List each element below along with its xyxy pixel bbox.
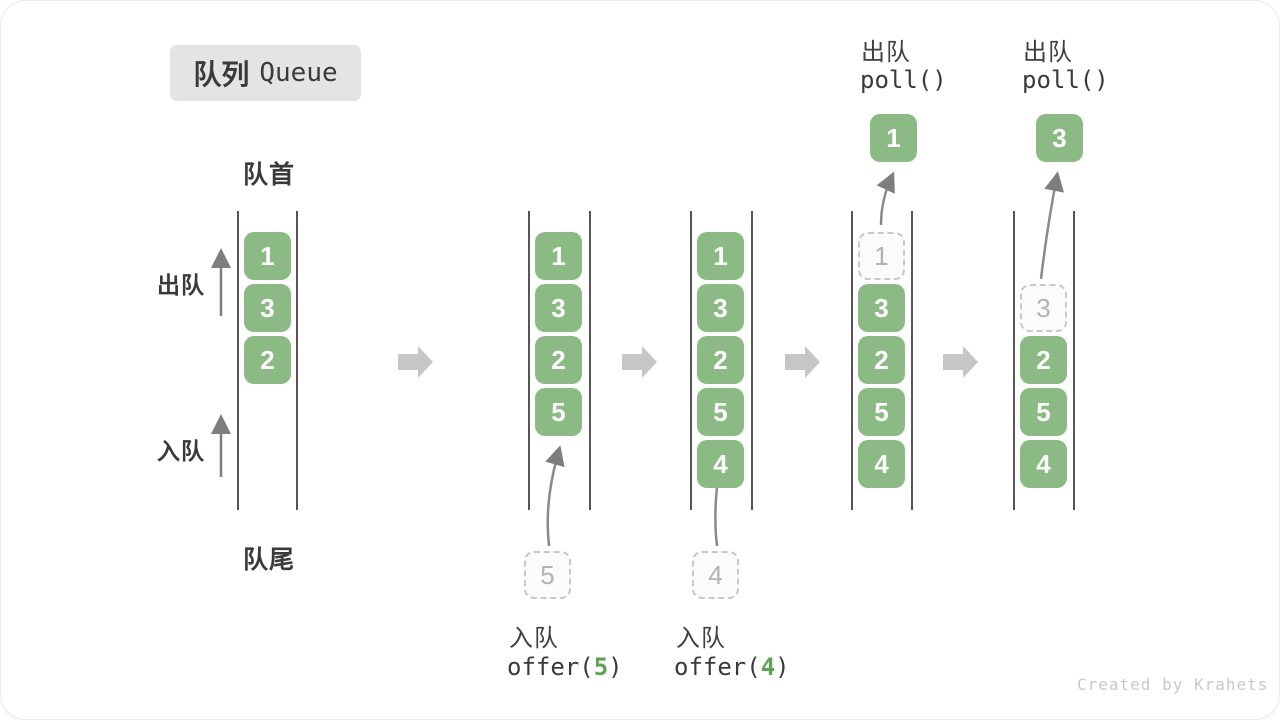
state1-left-wall [237,211,239,510]
title-badge: 队列 Queue [170,45,361,101]
queue-rear-label: 队尾 [243,546,296,574]
queue-element: 5 [535,388,582,436]
poll1-arrow-icon [876,171,895,226]
queue-front-label: 队首 [243,161,296,189]
pending-element: 4 [692,551,739,599]
enqueue-side-label: 入队 [157,438,205,464]
step-arrow-1-icon [398,346,433,378]
state2-left-wall [528,211,530,510]
code-open: offer( [507,653,594,681]
poll2-code: poll() [1022,66,1109,94]
step-arrow-4-icon [943,346,978,378]
queue-element: 1 [535,232,582,280]
polled-element: 1 [870,114,917,162]
code-close: ) [775,653,790,681]
code-open: offer( [674,653,761,681]
enqueue5-arrow-icon [545,445,565,547]
poll1-code: poll() [860,66,947,94]
poll2-arrow-icon [1039,171,1064,280]
state5-right-wall [1073,211,1075,510]
state4-right-wall [911,211,913,510]
queue-element: 3 [535,284,582,332]
enqueue4-code: offer(4) [674,653,790,681]
removed-element: 1 [858,232,905,280]
queue-element: 5 [697,388,744,436]
poll1-label: 出队 [861,39,911,66]
code-close: ) [608,653,623,681]
queue-element: 3 [858,284,905,332]
title-english: Queue [259,58,338,88]
title-chinese: 队列 [193,59,250,90]
code-arg: 4 [760,653,776,681]
watermark: Created by Krahets [1077,675,1269,694]
queue-element: 5 [1020,388,1067,436]
enqueue5-label: 入队 [509,625,559,652]
pending-element: 5 [524,551,571,599]
queue-element: 4 [697,440,744,488]
dequeue-side-label: 出队 [157,272,205,298]
state3-left-wall [690,211,692,510]
state2-right-wall [589,211,591,510]
step-arrow-2-icon [622,346,657,378]
queue-element: 2 [535,336,582,384]
code-arg: 5 [593,653,609,681]
poll2-label: 出队 [1023,39,1073,66]
enqueue4-label: 入队 [676,625,726,652]
queue-element: 2 [697,336,744,384]
polled-element: 3 [1036,114,1083,162]
queue-element: 5 [858,388,905,436]
queue-element: 4 [858,440,905,488]
removed-element: 3 [1020,284,1067,332]
state4-left-wall [851,211,853,510]
queue-element: 4 [1020,440,1067,488]
queue-element: 2 [1020,336,1067,384]
queue-element: 2 [244,336,291,384]
queue-element: 3 [697,284,744,332]
state3-right-wall [751,211,753,510]
queue-element: 3 [244,284,291,332]
queue-element: 1 [697,232,744,280]
queue-element: 1 [244,232,291,280]
step-arrow-3-icon [785,346,820,378]
state5-left-wall [1013,211,1015,510]
enqueue5-code: offer(5) [507,653,623,681]
state1-right-wall [296,211,298,510]
queue-element: 2 [858,336,905,384]
